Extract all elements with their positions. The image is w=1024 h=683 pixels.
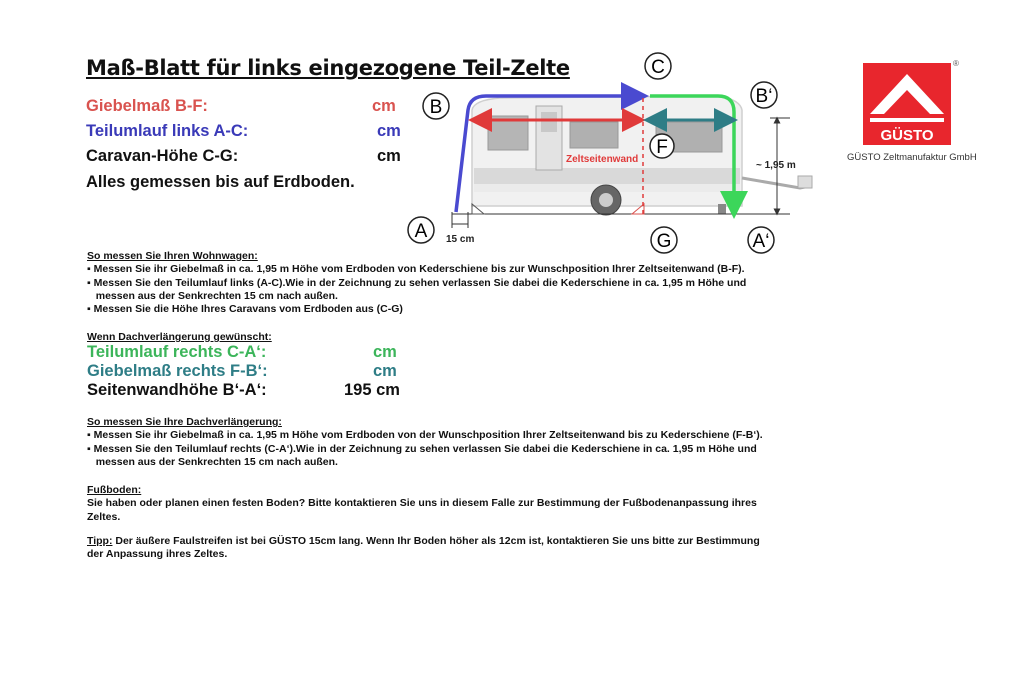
fussboden-section: Fußboden: Sie haben oder planen einen fe… xyxy=(87,484,757,524)
measure-label: Giebelmaß B-F: xyxy=(86,97,208,115)
section2-heading: Wenn Dachverlängerung gewünscht: xyxy=(87,331,272,343)
tipp-line: Der äußere Faulstreifen ist bei GÜSTO 15… xyxy=(112,535,760,547)
tipp-line: der Anpassung ihres Zeltes. xyxy=(87,548,228,561)
section1-line: ▪ Messen Sie den Teilumlauf links (A-C).… xyxy=(87,276,747,289)
page-title: Maß-Blatt für links eingezogene Teil-Zel… xyxy=(86,56,570,80)
point-f: F xyxy=(649,133,675,159)
ground-note: Alles gemessen bis auf Erdboden. xyxy=(86,173,355,191)
section1: So messen Sie Ihren Wohnwagen: ▪ Messen … xyxy=(87,250,746,316)
registered-mark: ® xyxy=(953,59,959,68)
svg-text:A‘: A‘ xyxy=(753,231,770,252)
svg-text:F: F xyxy=(656,137,668,158)
fussboden-line: Zeltes. xyxy=(87,510,121,523)
measure-label: Teilumlauf links A-C: xyxy=(86,122,249,140)
section1-line: messen aus der Senkrechten 15 cm nach au… xyxy=(87,289,338,302)
offset-label: 15 cm xyxy=(446,234,474,245)
point-c: C xyxy=(644,52,672,80)
section3-line: ▪ Messen Sie ihr Giebelmaß in ca. 1,95 m… xyxy=(87,429,763,442)
measure-giebelmass-rechts-fb: Giebelmaß rechts F-B‘: cm xyxy=(87,362,398,382)
svg-text:B‘: B‘ xyxy=(756,86,773,107)
section3-heading: So messen Sie Ihre Dachverlängerung: xyxy=(87,416,282,428)
svg-text:C: C xyxy=(651,57,665,78)
logo-brand: GÜSTO xyxy=(880,127,933,144)
section3-line: ▪ Messen Sie den Teilumlauf rechts (C-A‘… xyxy=(87,442,757,455)
measure-teilumlauf-rechts-ca: Teilumlauf rechts C-A‘: cm xyxy=(87,343,398,363)
point-b-prime: B‘ xyxy=(750,81,778,109)
svg-text:B: B xyxy=(430,97,443,118)
point-a: A xyxy=(407,216,435,244)
measure-label: Teilumlauf rechts C-A‘: xyxy=(87,343,267,361)
point-g: G xyxy=(650,226,678,254)
section1-line: ▪ Messen Sie ihr Giebelmaß in ca. 1,95 m… xyxy=(87,263,745,276)
measure-unit: cm xyxy=(377,122,401,140)
tipp-heading: Tipp: xyxy=(87,535,113,547)
measure-label: Seitenwandhöhe B‘-A‘: xyxy=(87,381,267,399)
point-b: B xyxy=(422,92,450,120)
company-name: GÜSTO Zeltmanufaktur GmbH xyxy=(847,152,977,163)
corner-mark-left xyxy=(471,202,486,215)
measure-giebelmass-bf: Giebelmaß B-F: cm xyxy=(86,97,397,117)
corner-mark-mid xyxy=(630,202,645,215)
fussboden-heading: Fußboden: xyxy=(87,484,142,496)
measure-seitenwandhoehe: Seitenwandhöhe B‘-A‘: 195 cm xyxy=(87,381,404,401)
measure-teilumlauf-links-ac: Teilumlauf links A-C: cm xyxy=(86,122,401,142)
point-a-prime: A‘ xyxy=(747,226,775,254)
measure-caravan-hoehe-cg: Caravan-Höhe C-G: cm xyxy=(86,147,401,167)
caravan-diagram: ~ 1,95 m 15 cm Zeltseitenwand B C B‘ F A… xyxy=(407,52,813,254)
fussboden-line: Sie haben oder planen einen festen Boden… xyxy=(87,497,757,510)
height-label: ~ 1,95 m xyxy=(756,160,796,171)
measure-unit: cm xyxy=(373,362,397,380)
measure-unit: 195 cm xyxy=(344,381,400,399)
svg-text:A: A xyxy=(415,221,428,242)
zeltseitenwand-label: Zeltseitenwand xyxy=(566,154,638,165)
section1-heading: So messen Sie Ihren Wohnwagen: xyxy=(87,250,258,262)
measure-unit: cm xyxy=(373,343,397,361)
measure-label: Giebelmaß rechts F-B‘: xyxy=(87,362,268,380)
tipp-section: Tipp: Der äußere Faulstreifen ist bei GÜ… xyxy=(87,535,760,562)
measure-unit: cm xyxy=(377,147,401,165)
measure-unit: cm xyxy=(372,97,396,115)
measure-label: Caravan-Höhe C-G: xyxy=(86,147,239,165)
section1-line: ▪ Messen Sie die Höhe Ihres Caravans vom… xyxy=(87,303,403,316)
guesto-logo: GÜSTO ® xyxy=(863,59,959,145)
section3-line: messen aus der Senkrechten 15 cm nach au… xyxy=(87,455,338,468)
section3: So messen Sie Ihre Dachverlängerung: ▪ M… xyxy=(87,416,763,469)
svg-text:G: G xyxy=(657,231,672,252)
